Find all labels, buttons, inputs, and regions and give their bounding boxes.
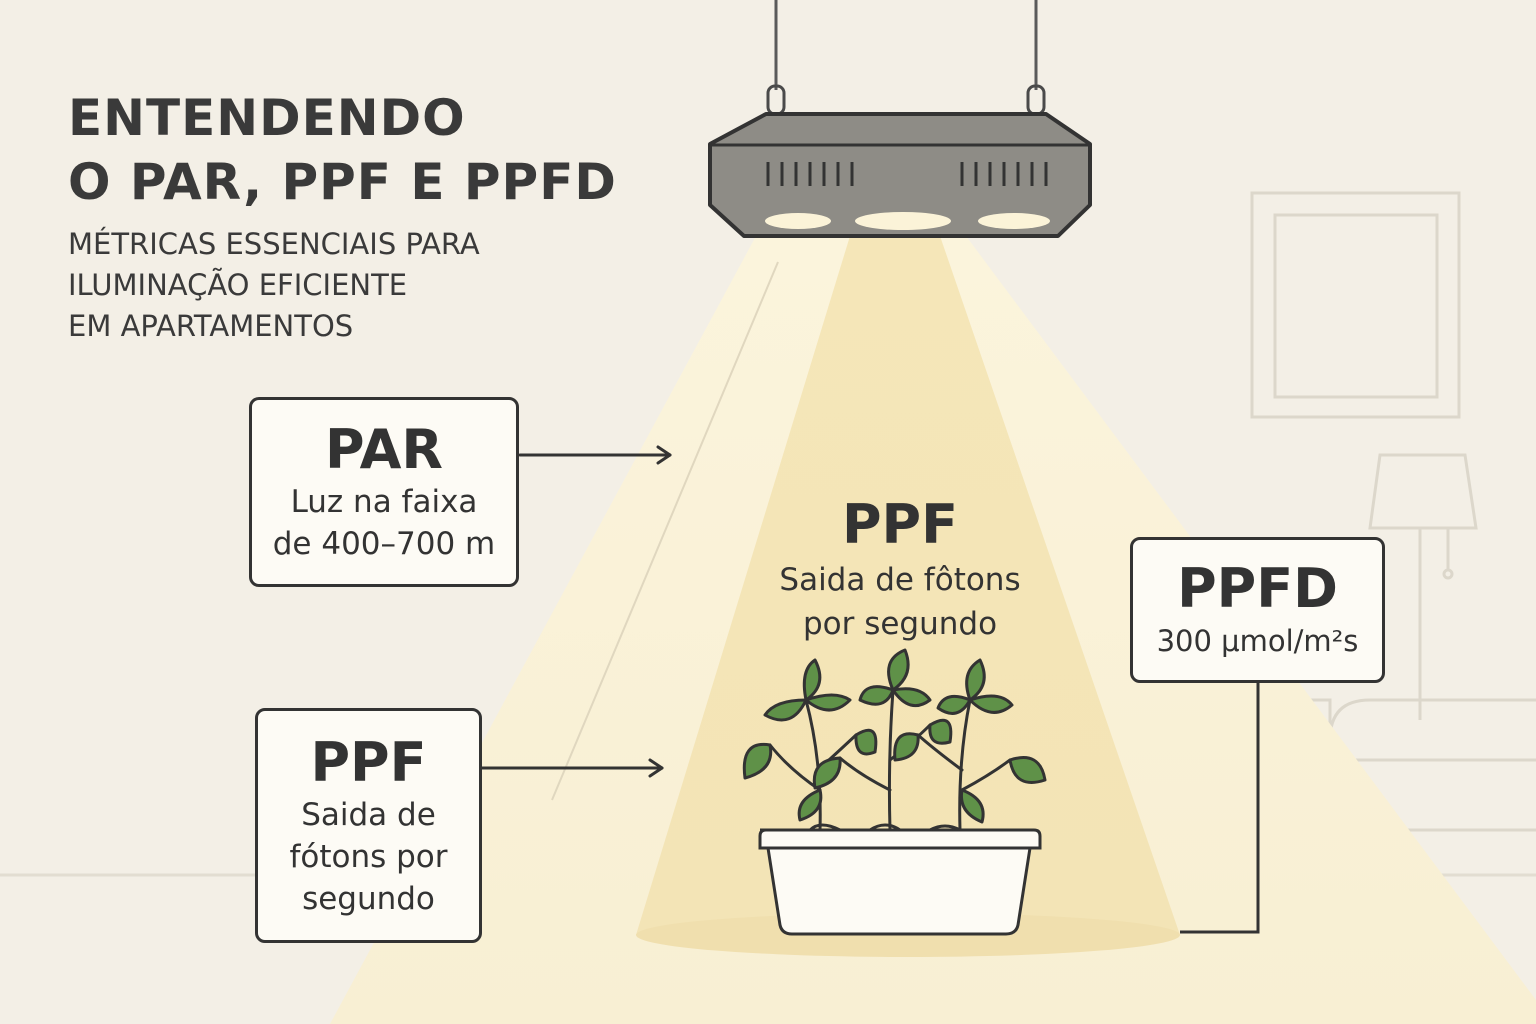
center-ppf-heading: PPF <box>841 493 959 556</box>
page-subtitle: MÉTRICAS ESSENCIAIS PARA ILUMINAÇÃO EFIC… <box>68 224 480 347</box>
center-ppf-text: Saida de fôtons por segundo <box>740 558 1060 646</box>
grow-light-icon <box>708 0 1092 238</box>
ppfd-card-text: 300 μmol/m²s <box>1157 620 1359 662</box>
ppf-card-line: Saida de <box>301 796 436 833</box>
ppf-card-line: fótons por <box>289 838 448 875</box>
par-card-heading: PAR <box>325 418 443 481</box>
arrow-right-icon <box>480 758 664 778</box>
ppf-card-text: Saida de fótons por segundo <box>289 794 447 920</box>
subtitle-line: MÉTRICAS ESSENCIAIS PARA <box>68 227 480 261</box>
title-line: ENTENDENDO <box>68 89 466 147</box>
ppf-card: PPF Saida de fótons por segundo <box>255 708 482 943</box>
center-ppf-line: por segundo <box>802 606 998 642</box>
title-line: O PAR, PPF E PPFD <box>68 153 617 211</box>
par-card-line: Luz na faixa <box>290 484 478 520</box>
ppfd-connector-line <box>1180 683 1260 934</box>
page-title: ENTENDENDO O PAR, PPF E PPFD <box>68 86 617 214</box>
subtitle-line: ILUMINAÇÃO EFICIENTE <box>68 268 408 302</box>
ppfd-card-line: 300 μmol/m²s <box>1156 624 1359 658</box>
light-beam-inner <box>636 236 1180 935</box>
ppf-card-line: segundo <box>302 880 435 917</box>
arrow-right-icon <box>518 445 672 465</box>
par-card-text: Luz na faixa de 400–700 m <box>273 481 496 565</box>
center-ppf-label: PPF Saida de fôtons por segundo <box>740 492 1060 646</box>
ppf-card-heading: PPF <box>310 730 427 794</box>
plant-pot-icon <box>742 648 1047 936</box>
ppfd-card: PPFD 300 μmol/m²s <box>1130 537 1385 683</box>
par-card-line: de 400–700 m <box>272 526 496 562</box>
center-ppf-line: Saida de fôtons <box>779 562 1021 598</box>
picture-frame-icon <box>1250 191 1461 419</box>
ppfd-card-heading: PPFD <box>1177 557 1338 620</box>
subtitle-line: EM APARTAMENTOS <box>68 309 354 343</box>
lamp-icon <box>1368 453 1478 720</box>
beam-edge-line <box>551 261 779 801</box>
par-card: PAR Luz na faixa de 400–700 m <box>249 397 519 587</box>
